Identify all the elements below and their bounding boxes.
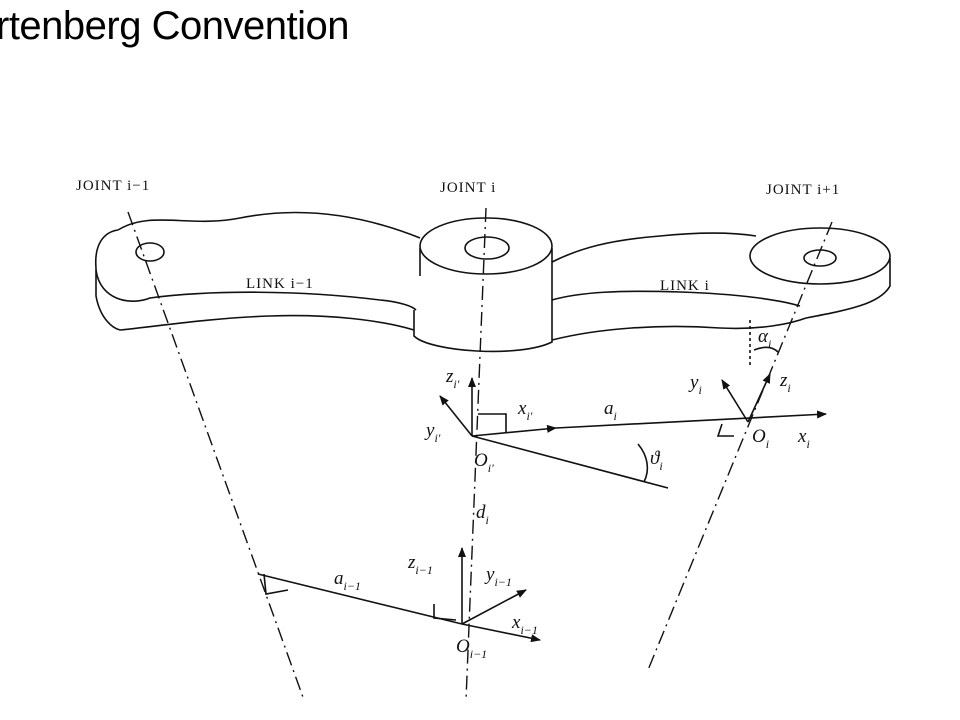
svg-text:zi−1: zi−1 [407,552,433,577]
frame-i-axes [555,320,827,437]
label-joint-next: JOINT i+1 [766,182,840,198]
svg-text:zi: zi [779,370,791,395]
svg-text:ϑi: ϑi [650,448,663,473]
svg-text:yi': yi' [424,420,441,445]
link-body-prev [94,211,421,331]
svg-text:di: di [476,502,489,527]
svg-text:ai: ai [604,398,617,423]
svg-text:zi': zi' [445,366,460,391]
svg-text:ai−1: ai−1 [334,568,361,593]
svg-text:Oi': Oi' [474,450,494,475]
label-link-prev: LINK i−1 [246,276,314,292]
link-body-curr [551,227,891,341]
joint-i-axis [465,207,487,701]
joint-next-axis [647,221,833,671]
svg-text:Oi: Oi [752,426,769,451]
slide-title: rtenberg Convention [0,4,349,48]
svg-text:xi−1: xi−1 [511,612,538,637]
joint-prev-axis [127,211,305,701]
svg-text:xi: xi [797,426,810,451]
frame-prime-axes [439,377,669,489]
svg-text:yi−1: yi−1 [484,564,512,589]
svg-text:Oi−1: Oi−1 [456,636,487,661]
joint-i-cylinder [413,217,553,353]
label-joint-i: JOINT i [440,180,496,196]
joint-prev-hole [135,242,165,262]
svg-text:xi': xi' [517,398,533,423]
label-link-curr: LINK i [660,278,710,294]
frame-prev-axes [257,547,541,643]
svg-text:yi: yi [688,372,702,397]
svg-text:αi: αi [758,326,771,351]
label-joint-prev: JOINT i−1 [76,178,150,194]
